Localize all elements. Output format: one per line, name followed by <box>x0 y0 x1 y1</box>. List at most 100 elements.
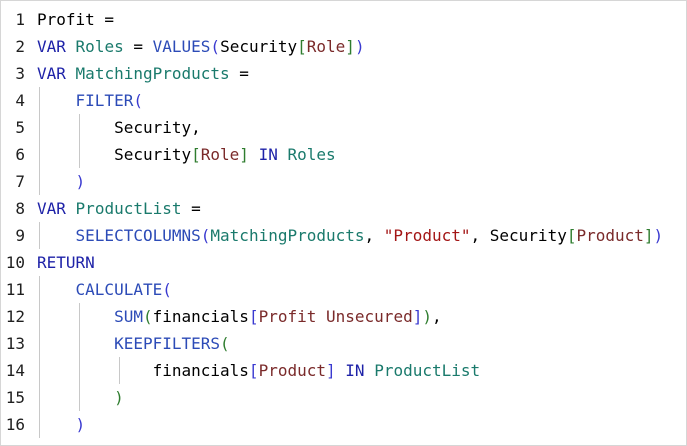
code-token: MatchingProducts <box>210 226 365 245</box>
code-token: SELECTCOLUMNS <box>75 226 201 245</box>
line-number: 16 <box>5 415 25 434</box>
code-token: Roles <box>287 145 336 164</box>
code-token: = <box>123 37 153 56</box>
code-line[interactable]: 3 VAR MatchingProducts = <box>1 60 686 87</box>
line-number: 1 <box>15 10 25 29</box>
code-token: Profit = <box>37 10 115 29</box>
code-token <box>66 64 76 83</box>
code-token: ( <box>133 91 143 110</box>
code-token: [ <box>566 226 577 245</box>
code-token <box>37 172 76 191</box>
code-token: Roles <box>75 37 124 56</box>
line-number: 13 <box>5 334 25 353</box>
code-token: financials <box>152 307 249 326</box>
code-token: FILTER <box>75 91 134 110</box>
code-token: VAR <box>37 199 66 218</box>
code-line[interactable]: 11 CALCULATE( <box>1 276 686 303</box>
code-text: CALCULATE( <box>37 276 172 303</box>
code-token: ProductList <box>75 199 182 218</box>
code-token: IN <box>258 145 278 164</box>
line-number: 8 <box>15 199 25 218</box>
code-token <box>66 37 76 56</box>
code-token: Security <box>37 145 192 164</box>
code-token: ( <box>220 334 230 353</box>
code-text: ) <box>37 384 124 411</box>
code-line[interactable]: 14 financials[Product] IN ProductList <box>1 357 686 384</box>
code-token: ] <box>239 145 249 164</box>
code-token: Role <box>306 37 346 56</box>
code-token: Product <box>576 226 644 245</box>
code-token: [ <box>248 361 259 380</box>
code-text: VAR Roles = VALUES(Security[Role]) <box>37 33 365 60</box>
code-token <box>37 226 76 245</box>
code-token: KEEPFILTERS <box>114 334 221 353</box>
code-token: Product <box>258 361 326 380</box>
code-line[interactable]: 12 SUM(financials[Profit Unsecured]), <box>1 303 686 330</box>
code-token: , <box>364 226 384 245</box>
code-token: CALCULATE <box>75 280 163 299</box>
code-line[interactable]: 8 VAR ProductList = <box>1 195 686 222</box>
code-token: RETURN <box>37 253 95 272</box>
code-token: ProductList <box>374 361 481 380</box>
line-number: 4 <box>15 91 25 110</box>
code-token <box>37 307 114 326</box>
code-line[interactable]: 9 SELECTCOLUMNS(MatchingProducts, "Produ… <box>1 222 686 249</box>
code-token: "Product" <box>383 226 471 245</box>
code-token <box>365 361 375 380</box>
code-token: ) <box>75 415 86 434</box>
code-text: financials[Product] IN ProductList <box>37 357 481 384</box>
code-token: [ <box>248 307 259 326</box>
code-token: = <box>229 64 249 83</box>
code-token: ( <box>200 226 211 245</box>
code-token: IN <box>345 361 365 380</box>
indent-guide <box>39 87 40 195</box>
code-token <box>37 334 114 353</box>
code-token: Security, <box>37 118 201 137</box>
code-token: [ <box>297 37 307 56</box>
code-line[interactable]: 4 FILTER( <box>1 87 686 114</box>
code-token <box>66 199 76 218</box>
code-token: ] <box>326 361 336 380</box>
code-text: Profit = <box>37 6 114 33</box>
code-token: VALUES <box>152 37 211 56</box>
code-text: KEEPFILTERS( <box>37 330 230 357</box>
code-token: ] <box>345 37 355 56</box>
code-line[interactable]: 16 ) <box>1 411 686 438</box>
line-number: 5 <box>15 118 25 137</box>
code-token <box>37 415 76 434</box>
code-token: VAR <box>37 37 66 56</box>
code-line[interactable]: 7 ) <box>1 168 686 195</box>
code-token: ( <box>210 37 221 56</box>
code-token: , Security <box>470 226 567 245</box>
code-token: VAR <box>37 64 66 83</box>
code-line[interactable]: 15 ) <box>1 384 686 411</box>
line-number: 7 <box>15 172 25 191</box>
code-token: Profit Unsecured <box>258 307 413 326</box>
code-line[interactable]: 5 Security, <box>1 114 686 141</box>
code-token: ) <box>114 388 124 407</box>
code-text: SELECTCOLUMNS(MatchingProducts, "Product… <box>37 222 664 249</box>
code-token: ] <box>412 307 423 326</box>
code-text: Security[Role] IN Roles <box>37 141 336 168</box>
code-text: RETURN <box>37 249 95 276</box>
line-number: 15 <box>5 388 25 407</box>
code-line[interactable]: 1 Profit = <box>1 6 686 33</box>
code-token: ] <box>643 226 654 245</box>
line-number: 6 <box>15 145 25 164</box>
code-line[interactable]: 13 KEEPFILTERS( <box>1 330 686 357</box>
code-line[interactable]: 6 Security[Role] IN Roles <box>1 141 686 168</box>
code-token: ) <box>75 172 86 191</box>
code-token: MatchingProducts <box>75 64 230 83</box>
code-token: , <box>431 307 442 326</box>
line-number: 9 <box>15 226 25 245</box>
code-token <box>37 280 76 299</box>
code-token: Security <box>220 37 298 56</box>
indent-guide <box>39 222 40 249</box>
code-text: ) <box>37 168 86 195</box>
code-token: = <box>181 199 201 218</box>
code-token: ) <box>653 226 664 245</box>
line-number: 3 <box>15 64 25 83</box>
